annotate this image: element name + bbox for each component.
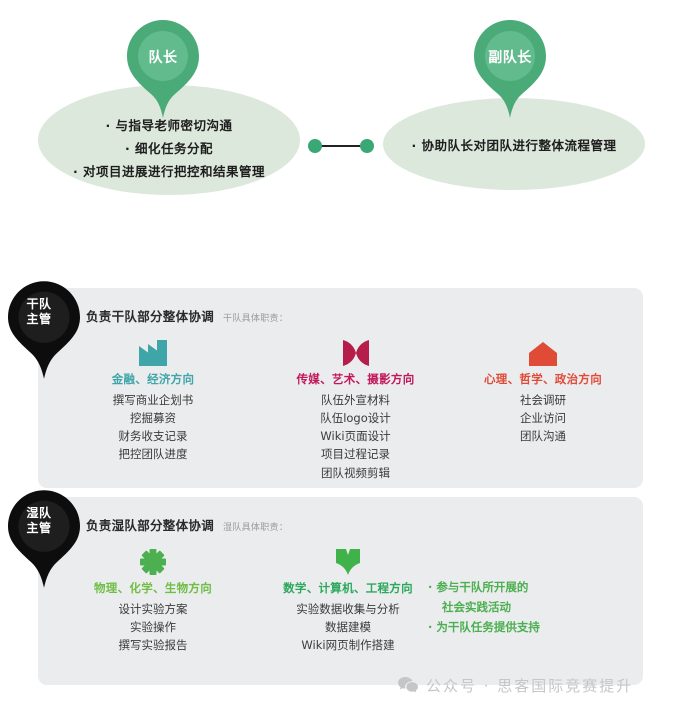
dry-column-media-item: Wiki页面设计 [320,429,391,444]
dry-column-psychology-item: 企业访问 [520,411,566,426]
open-book-icon [336,545,360,575]
wet-column-engineering: 数学、计算机、工程方向 实验数据收集与分析 数据建模 Wiki网页制作搭建 [268,545,428,654]
dry-team-card: 负责干队部分整体协调 干队具体职责： 金融、经济方向 撰写商业企划书 挖掘募资 … [38,288,643,488]
wet-column-science-heading: 物理、化学、生物方向 [94,581,212,595]
wet-note-line: · 参与干队所开展的 [428,580,529,594]
map-pin-icon [127,20,199,118]
bowtie-icon [342,336,369,366]
dry-column-finance-item: 财务收支记录 [118,429,188,444]
captain-pin-label: 队长 [148,50,178,66]
wet-column-engineering-heading: 数学、计算机、工程方向 [283,581,413,595]
wet-column-science-item: 设计实验方案 [118,602,188,616]
wet-team-subtitle: 湿队具体职责： [223,523,289,533]
dry-column-media-heading: 传媒、艺术、摄影方向 [296,372,415,386]
connector-dot-left-icon [308,139,322,153]
wet-column-engineering-item: 实验数据收集与分析 [296,602,400,616]
dry-column-psychology-item: 团队沟通 [520,429,566,444]
wet-team-card: 负责湿队部分整体协调 湿队具体职责： 物理、化学、生物方向 设计实验方案 实验操… [38,497,643,685]
factory-icon [139,336,167,366]
dry-column-finance-heading: 金融、经济方向 [111,372,195,386]
vice-captain-duty-list: · 协助队长对团队进行整体流程管理 [411,135,616,154]
watermark: 公众号 · 思客国际竞赛提升 [398,675,633,696]
vice-captain-duty-bubble: · 协助队长对团队进行整体流程管理 [383,98,645,190]
wet-column-science-item: 撰写实验报告 [118,638,188,653]
connector-dot-right-icon [360,139,374,153]
dry-team-pin-label: 干队 主管 [8,281,70,343]
wet-team-pin-label: 湿队 主管 [8,490,70,552]
dry-column-media: 传媒、艺术、摄影方向 队伍外宣材料 队伍logo设计 Wiki页面设计 项目过程… [268,336,443,482]
dry-column-psychology: 心理、哲学、政治方向 社会调研 企业访问 团队沟通 [443,336,643,482]
map-pin-icon [8,281,80,379]
captain-duty-item: · 与指导老师密切沟通 [105,117,233,133]
dry-team-pin-marker[interactable]: 干队 主管 [8,281,80,379]
dry-team-title: 负责干队部分整体协调 [86,309,215,324]
connector-bar [320,145,362,147]
vice-captain-pin-marker[interactable]: 副队长 [474,20,546,118]
wet-team-header: 负责湿队部分整体协调 湿队具体职责： [86,515,288,534]
dry-team-header: 负责干队部分整体协调 干队具体职责： [86,306,288,325]
dry-column-finance-item: 撰写商业企划书 [112,393,194,407]
wet-column-notes: · 参与干队所开展的 社会实践活动 · 为干队任务提供支持 [428,545,643,654]
captain-duty-item: · 细化任务分配 [124,140,214,156]
dry-column-finance-item: 挖掘募资 [130,411,176,426]
wet-column-engineering-item: 数据建模 [325,620,371,635]
wet-note-line: 社会实践活动 [442,600,511,615]
wet-column-science-item: 实验操作 [130,620,176,635]
dry-column-media-item: 队伍logo设计 [320,411,391,426]
dry-column-finance: 金融、经济方向 撰写商业企划书 挖掘募资 财务收支记录 把控团队进度 [38,336,268,482]
dry-column-media-item: 项目过程记录 [321,447,390,462]
wet-team-pin-line: 湿队 [26,506,52,521]
vice-captain-pin-label: 副队长 [488,50,532,66]
dry-column-finance-item: 把控团队进度 [118,447,188,462]
dry-team-pin-line: 主管 [26,311,52,326]
wet-team-pin-line: 主管 [26,520,52,535]
wet-note-line: · 为干队任务提供支持 [428,620,540,635]
wet-team-pin-marker[interactable]: 湿队 主管 [8,490,80,588]
map-pin-icon [474,20,546,118]
dry-column-media-item: 团队视频剪辑 [321,465,390,480]
dry-column-psychology-heading: 心理、哲学、政治方向 [484,372,602,386]
map-pin-icon [8,490,80,588]
wet-team-columns: 物理、化学、生物方向 设计实验方案 实验操作 撰写实验报告 数学、计算机、工程方… [38,545,643,654]
captain-duty-bubble: · 与指导老师密切沟通 · 细化任务分配 · 对项目进展进行把控和结果管理 [38,85,300,195]
captain-duty-list: · 与指导老师密切沟通 · 细化任务分配 · 对项目进展进行把控和结果管理 [73,101,265,180]
dry-team-columns: 金融、经济方向 撰写商业企划书 挖掘募资 财务收支记录 把控团队进度 传媒、艺术… [38,336,643,482]
wet-team-title: 负责湿队部分整体协调 [86,518,215,533]
captain-duty-item: · 对项目进展进行把控和结果管理 [72,163,266,179]
wet-column-science: 物理、化学、生物方向 设计实验方案 实验操作 撰写实验报告 [38,545,268,654]
vice-captain-duty-item: · 协助队长对团队进行整体流程管理 [411,137,617,153]
gear-flower-icon [140,545,166,575]
captain-pin-marker[interactable]: 队长 [127,20,199,118]
house-icon [529,336,557,366]
watermark-text: 公众号 · 思客国际竞赛提升 [426,677,634,695]
leadership-connector [308,137,374,155]
wechat-icon [398,677,418,693]
wet-column-engineering-item: Wiki网页制作搭建 [301,638,395,653]
dry-column-media-item: 队伍外宣材料 [321,393,390,407]
dry-team-subtitle: 干队具体职责： [223,314,289,324]
dry-column-psychology-item: 社会调研 [520,393,566,407]
dry-team-pin-line: 干队 [26,297,52,312]
leadership-band: · 与指导老师密切沟通 · 细化任务分配 · 对项目进展进行把控和结果管理 · … [0,0,680,230]
